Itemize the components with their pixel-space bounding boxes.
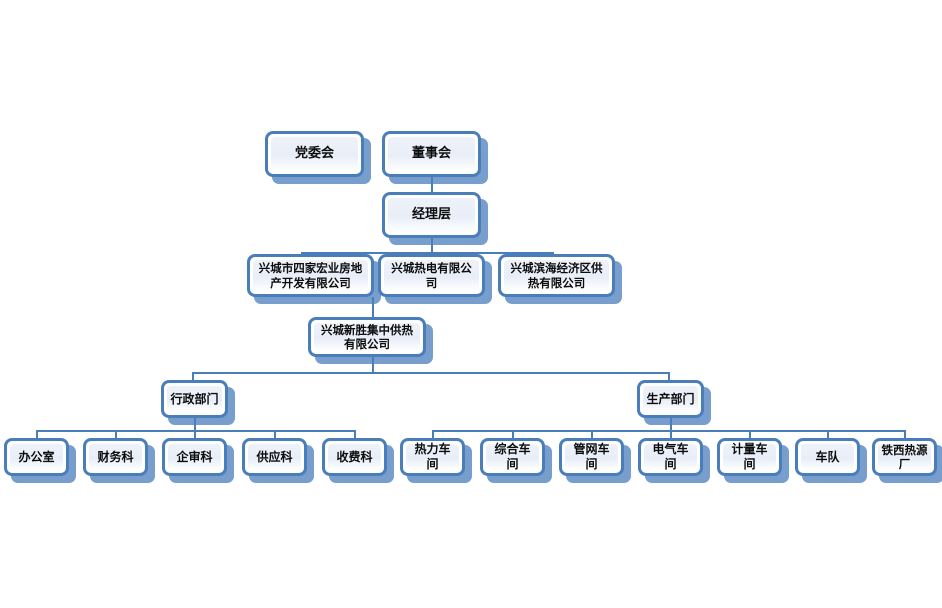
- connector-bus-to-u1: [36, 430, 38, 438]
- node-label: 经理层: [388, 198, 475, 232]
- connector-board-to-manager: [431, 177, 433, 194]
- node-label: 兴城热电有限公司: [384, 260, 479, 291]
- node-label: 计量车间: [723, 442, 776, 471]
- connector-bus-to-u7: [512, 430, 514, 438]
- node-party-committee[interactable]: 党委会: [265, 131, 371, 184]
- node-tiexi-heat-source-plant[interactable]: 铁西热源厂: [872, 438, 942, 483]
- node-xingcheng-thermal-power[interactable]: 兴城热电有限公司: [378, 254, 492, 304]
- node-label: 电气车间: [644, 442, 697, 471]
- node-card: 兴城滨海经济区供热有限公司: [498, 254, 615, 297]
- node-card: 兴城热电有限公司: [378, 254, 485, 297]
- connector-bus-to-u8: [591, 430, 593, 438]
- node-general-workshop[interactable]: 综合车间: [480, 438, 552, 483]
- connector-bus-to-u12: [904, 430, 906, 438]
- node-label: 车队: [801, 444, 854, 470]
- node-metering-workshop[interactable]: 计量车间: [717, 438, 789, 483]
- connector-admin-unit-bus: [36, 430, 356, 432]
- node-card: 行政部门: [161, 380, 228, 418]
- node-electrical-workshop[interactable]: 电气车间: [638, 438, 710, 483]
- node-thermal-workshop[interactable]: 热力车间: [400, 438, 472, 483]
- node-card: 兴城新胜集中供热有限公司: [308, 317, 426, 357]
- node-fee-collection-section[interactable]: 收费科: [322, 438, 394, 483]
- connector-bus-to-u3: [194, 430, 196, 438]
- connector-subsidiary-bus: [301, 252, 553, 254]
- connector-department-bus: [192, 372, 670, 374]
- connector-manager-stem: [431, 238, 433, 254]
- connector-bus-to-u10: [749, 430, 751, 438]
- connector-bus-to-admin: [192, 372, 194, 382]
- node-card: 企审科: [162, 438, 227, 476]
- node-label: 综合车间: [486, 442, 539, 471]
- node-label: 行政部门: [167, 386, 222, 412]
- connector-prod-stem: [670, 418, 672, 432]
- node-label: 热力车间: [406, 442, 459, 471]
- node-card: 热力车间: [400, 438, 465, 476]
- node-card: 供应科: [242, 438, 307, 476]
- connector-admin-stem: [194, 418, 196, 432]
- node-card: 生产部门: [637, 380, 704, 418]
- node-card: 铁西热源厂: [872, 438, 937, 476]
- node-card: 综合车间: [480, 438, 545, 476]
- node-binhai-heating[interactable]: 兴城滨海经济区供热有限公司: [498, 254, 622, 304]
- connector-bus-to-u4: [274, 430, 276, 438]
- node-finance-section[interactable]: 财务科: [83, 438, 155, 483]
- node-label: 党委会: [271, 137, 358, 171]
- node-enterprise-audit-section[interactable]: 企审科: [162, 438, 234, 483]
- node-label: 供应科: [248, 444, 301, 470]
- node-label: 管网车间: [565, 442, 618, 471]
- node-supply-section[interactable]: 供应科: [242, 438, 314, 483]
- node-label: 董事会: [388, 137, 475, 171]
- node-card: 车队: [795, 438, 860, 476]
- node-card: 办公室: [4, 438, 69, 476]
- node-card: 董事会: [382, 131, 481, 177]
- node-fleet[interactable]: 车队: [795, 438, 867, 483]
- connector-bus-to-u11: [827, 430, 829, 438]
- node-xinsheng-central-heating[interactable]: 兴城新胜集中供热有限公司: [308, 317, 433, 364]
- node-card: 计量车间: [717, 438, 782, 476]
- connector-bus-to-u6: [432, 430, 434, 438]
- node-card: 兴城市四家宏业房地产开发有限公司: [247, 254, 374, 297]
- node-card: 财务科: [83, 438, 148, 476]
- node-card: 收费科: [322, 438, 387, 476]
- node-production-department[interactable]: 生产部门: [637, 380, 711, 425]
- connector-prod-unit-bus: [432, 430, 905, 432]
- connector-bus-to-u2: [115, 430, 117, 438]
- node-label: 收费科: [328, 444, 381, 470]
- node-label: 办公室: [10, 444, 63, 470]
- node-label: 兴城新胜集中供热有限公司: [314, 323, 420, 351]
- node-label: 铁西热源厂: [878, 443, 931, 471]
- node-label: 生产部门: [643, 386, 698, 412]
- node-label: 兴城滨海经济区供热有限公司: [504, 260, 609, 291]
- connector-bus-to-u5: [354, 430, 356, 438]
- node-label: 财务科: [89, 444, 142, 470]
- node-label: 兴城市四家宏业房地产开发有限公司: [253, 260, 368, 291]
- connector-bus-to-prod: [668, 372, 670, 382]
- node-sijia-hongye-real-estate[interactable]: 兴城市四家宏业房地产开发有限公司: [247, 254, 381, 304]
- connector-bus-to-u9: [670, 430, 672, 438]
- node-card: 党委会: [265, 131, 364, 177]
- node-administrative-department[interactable]: 行政部门: [161, 380, 235, 425]
- node-card: 电气车间: [638, 438, 703, 476]
- node-card: 经理层: [382, 192, 481, 238]
- node-board-of-directors[interactable]: 董事会: [382, 131, 488, 184]
- node-pipe-network-workshop[interactable]: 管网车间: [559, 438, 631, 483]
- node-card: 管网车间: [559, 438, 624, 476]
- node-management[interactable]: 经理层: [382, 192, 488, 245]
- connector-sub2-to-sub4: [372, 297, 374, 317]
- node-office[interactable]: 办公室: [4, 438, 76, 483]
- node-label: 企审科: [168, 444, 221, 470]
- connector-sub4-stem: [372, 357, 374, 374]
